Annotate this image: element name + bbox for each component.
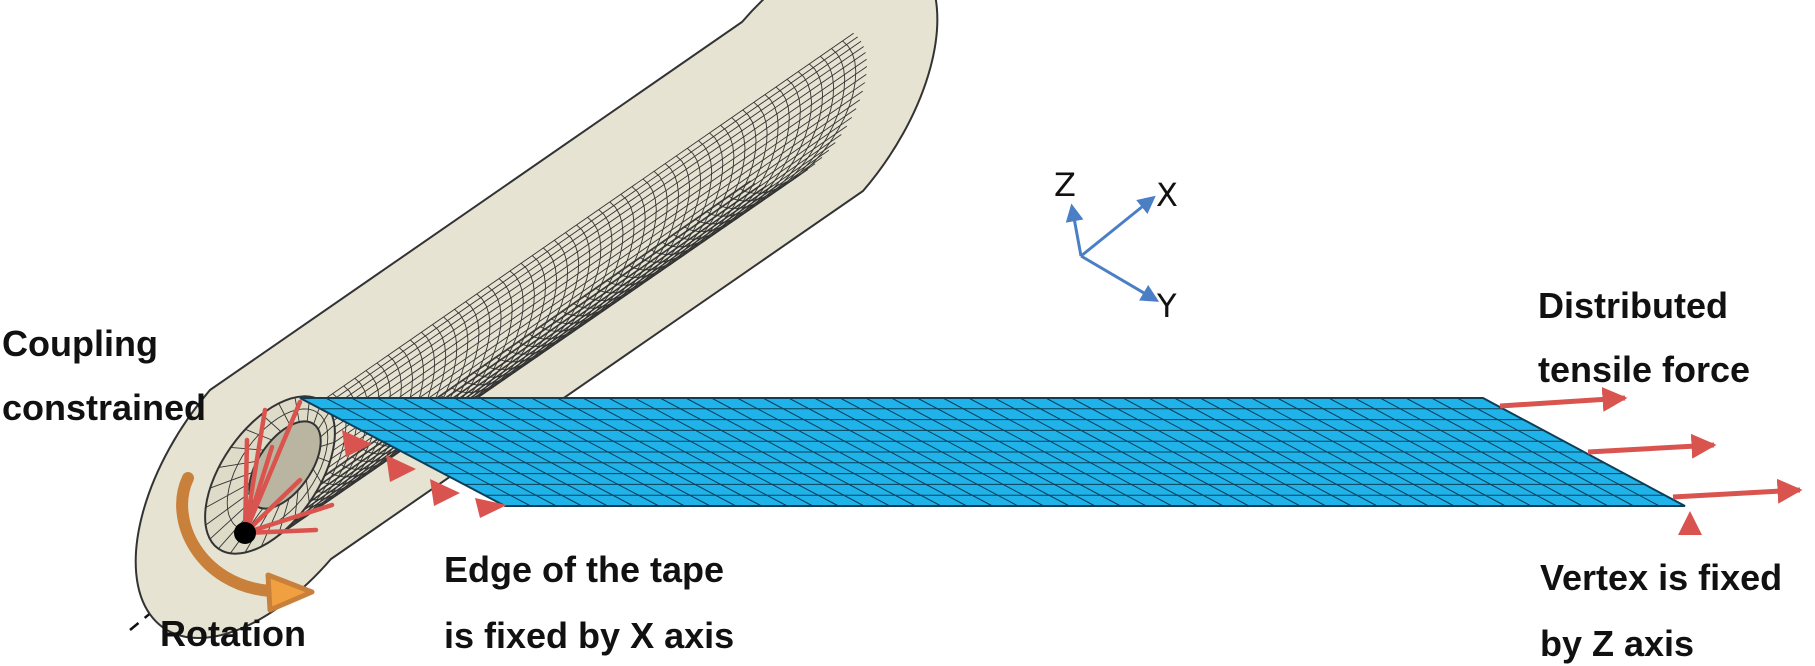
vertex-label-line1: Vertex is fixed: [1540, 557, 1782, 598]
edge-constraint-marker: [342, 430, 372, 457]
force-arrow: [1672, 478, 1803, 504]
edge-label-line2: is fixed by X axis: [444, 615, 734, 656]
tensile-force-arrows: [1499, 386, 1803, 504]
force-arrow: [1499, 386, 1628, 412]
reference-point: [234, 522, 256, 544]
vertex-label-line2: by Z axis: [1540, 623, 1694, 664]
coordinate-triad: Z X Y: [1054, 166, 1178, 325]
y-axis-arrow: [1080, 254, 1160, 302]
z-axis-label: Z: [1054, 166, 1076, 204]
coupling-label-line2: constrained: [2, 387, 206, 428]
tape-mesh: [320, 397, 1665, 507]
force-arrow: [1587, 433, 1717, 459]
coupling-constraint-lines: [242, 399, 335, 536]
vertex-constraint-marker: [1678, 511, 1702, 535]
x-axis-label: X: [1156, 176, 1178, 214]
rotation-arrow: [176, 472, 315, 613]
edge-constraint-marker: [475, 498, 507, 518]
rotation-label: Rotation: [160, 613, 306, 654]
y-axis-label: Y: [1156, 287, 1177, 325]
tape: [299, 397, 1686, 507]
force-label-line2: tensile force: [1538, 349, 1750, 390]
coupling-label-line1: Coupling: [2, 323, 158, 364]
roller-cylinder: [134, 0, 939, 640]
edge-constraint-markers: [342, 430, 507, 518]
force-label-line1: Distributed: [1538, 285, 1728, 326]
z-axis-arrow: [1065, 203, 1084, 257]
edge-constraint-marker: [386, 455, 416, 482]
edge-label-line1: Edge of the tape: [444, 549, 724, 590]
x-axis-arrow: [1080, 195, 1156, 258]
edge-constraint-marker: [430, 479, 460, 506]
